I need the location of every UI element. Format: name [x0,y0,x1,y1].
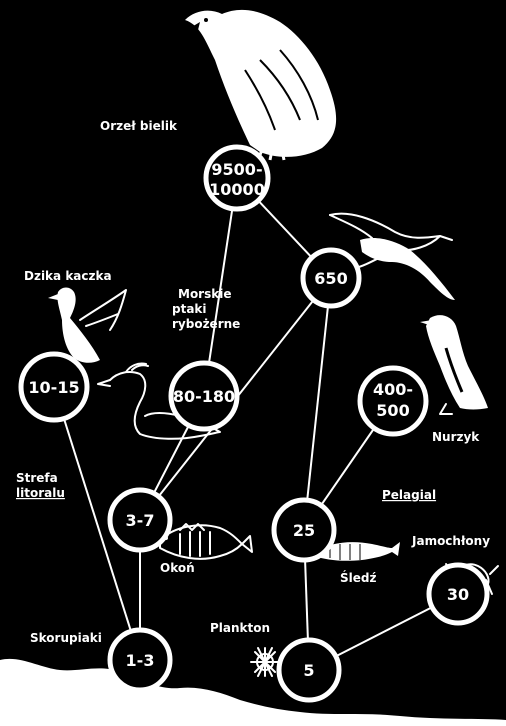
node-grebe-label-line3: rybożerne [172,317,240,331]
node-guillemot: 400- 500 Nurzyk [357,365,480,444]
node-perch-value: 3-7 [126,511,155,530]
node-duck-value: 10-15 [28,378,79,397]
node-grebe-label-line2: ptaki [172,302,207,316]
node-herring: 25 Śledź [271,497,376,585]
littoral-zone-label-line1: Strefa [16,471,58,485]
sea-floor [0,658,506,726]
plankton-icon [250,647,280,677]
node-eagle-value-line2: 10000 [209,180,265,199]
node-herring-value: 25 [293,521,315,540]
node-grebe-value: 80-180 [173,387,235,406]
node-duck-label: Dzika kaczka [24,269,112,283]
node-perch-label: Okoń [160,561,195,575]
node-perch: 3-7 Okoń [107,487,195,575]
node-plankton-value: 5 [303,661,314,680]
node-gull-value: 650 [314,269,347,288]
node-grebe: 80-180 Morskie ptaki rybożerne [168,287,240,432]
node-grebe-label-line1: Morskie [178,287,231,301]
node-eagle-value-line1: 9500- [211,160,262,179]
pelagic-zone-label: Pelagial [382,488,436,502]
node-crustacean: 1-3 Skorupiaki [30,627,173,693]
node-copepod-label: Jamochłony [411,534,490,548]
node-guillemot-value-line2: 500 [376,401,409,420]
edge-eagle-grebe [203,177,238,397]
perch-icon [159,523,253,560]
node-eagle-label: Orzeł bielik [100,119,178,133]
edge-duck-crustacean [53,386,141,661]
node-eagle: 9500- 10000 Orzeł bielik [100,119,271,212]
node-herring-label: Śledź [340,570,376,585]
guillemot-icon [420,315,488,415]
node-copepod: 30 Jamochłony [411,534,490,626]
node-crustacean-label: Skorupiaki [30,631,102,645]
zone-labels: Strefa litoralu Pelagial [16,471,436,502]
node-crustacean-value: 1-3 [126,651,155,670]
node-plankton: 5 Plankton [210,621,342,703]
node-gull: 650 [300,247,362,309]
gull-icon [329,212,455,300]
duck-icon [48,287,127,363]
node-copepod-value: 30 [447,585,469,604]
node-guillemot-label: Nurzyk [432,430,480,444]
node-duck: 10-15 Dzika kaczka [18,269,112,423]
eagle-icon [185,9,337,161]
littoral-zone-label-line2: litoralu [16,486,65,500]
node-guillemot-value-line1: 400- [373,380,413,399]
edge-gull-herring [303,277,332,531]
node-plankton-label: Plankton [210,621,270,635]
